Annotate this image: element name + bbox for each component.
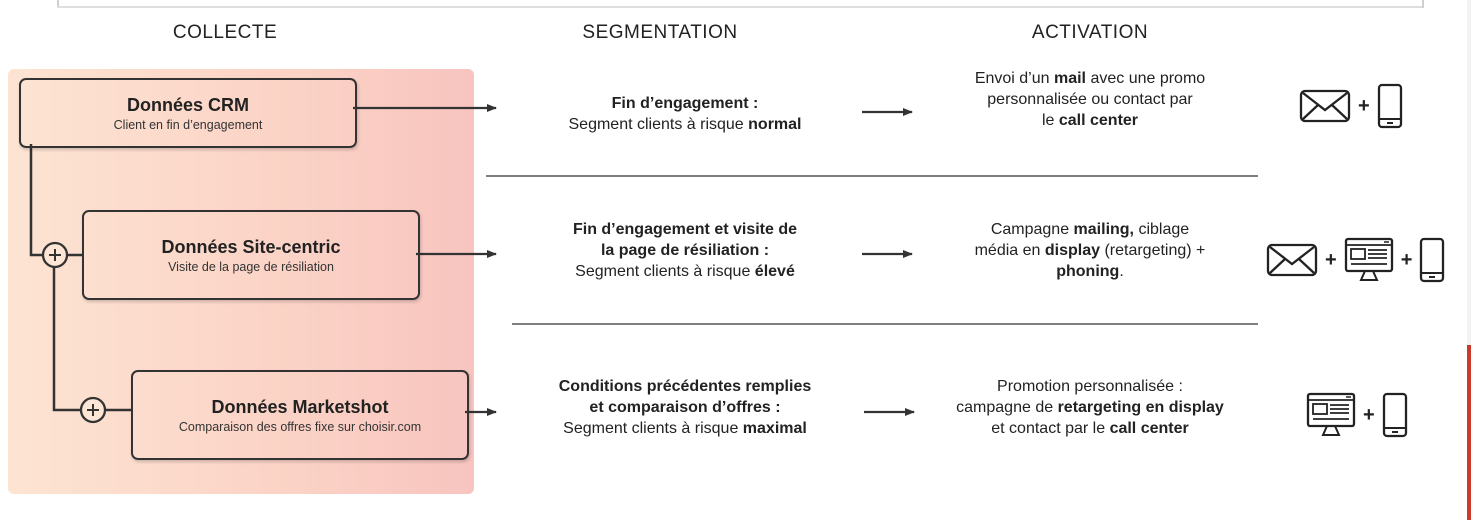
segment-label: Segment clients à risque [563, 420, 743, 437]
header-activation: ACTIVATION [1031, 22, 1149, 43]
plus-sign: + [1358, 94, 1370, 117]
plus-sign: + [1400, 248, 1413, 271]
activation-text: avec une promo [1086, 70, 1206, 87]
frame-right-border [1422, 0, 1424, 8]
activation-text: Promotion personnalisée : [997, 378, 1183, 395]
activation-text: (retargeting) + [1100, 242, 1206, 259]
segment-risk-level: normal [748, 116, 802, 133]
activation-keyword: retargeting en display [1057, 399, 1224, 416]
activation-keyword: phoning [1056, 263, 1120, 280]
segment-eleve: Fin d’engagement et visite de la page de… [505, 219, 865, 282]
segment-label: Segment clients à risque [568, 116, 749, 133]
channel-icons-row-1: + [1299, 83, 1403, 129]
activation-text: personnalisée ou contact par [987, 91, 1193, 108]
segment-heading-cont: et comparaison d’offres : [589, 399, 781, 416]
segment-heading: Fin d’engagement : [611, 95, 759, 112]
merge-plus-icon-1 [41, 241, 69, 269]
frame-left-border [57, 0, 59, 8]
segment-normal: Fin d’engagement : Segment clients à ris… [505, 93, 865, 135]
activation-2: Campagne mailing, ciblage média en displ… [915, 219, 1265, 282]
envelope-icon [1266, 243, 1318, 277]
segment-heading-cont: la page de résiliation : [600, 242, 770, 259]
phone-icon [1382, 392, 1407, 438]
activation-text: et contact par le [991, 420, 1110, 437]
activation-1: Envoi d’un mail avec une promo personnal… [915, 68, 1265, 131]
right-edge-strip [1467, 0, 1471, 520]
segment-label: Segment clients à risque [575, 263, 755, 280]
source-subtitle: Client en fin d’engagement [113, 117, 263, 132]
phone-icon [1377, 83, 1402, 129]
segment-risk-level: maximal [742, 420, 807, 437]
segment-risk-level: élevé [754, 263, 795, 280]
frame-top-border [57, 6, 1423, 8]
plus-sign: + [1363, 403, 1375, 426]
activation-text: Envoi d’un [974, 70, 1054, 87]
activation-text: . [1119, 263, 1124, 280]
source-title: Données CRM [126, 94, 249, 115]
segment-heading: Fin d’engagement et visite de [572, 221, 798, 238]
activation-text: Campagne [990, 221, 1074, 238]
activation-text: campagne de [956, 399, 1058, 416]
activation-text: ciblage [1134, 221, 1190, 238]
activation-keyword: call center [1058, 112, 1139, 129]
channel-icons-row-2: + + [1266, 237, 1445, 283]
envelope-icon [1299, 89, 1351, 123]
tree-trunk-crm [29, 144, 42, 257]
source-box-site-centric: Données Site-centric Visite de la page d… [82, 210, 420, 300]
plus-sign: + [1325, 248, 1337, 271]
activation-keyword: display [1044, 242, 1100, 259]
collecte-panel [8, 69, 474, 494]
source-title: Données Site-centric [161, 236, 341, 257]
tree-trunk-site [52, 268, 81, 412]
activation-keyword: call center [1109, 420, 1189, 437]
source-box-crm: Données CRM Client en fin d’engagement [19, 78, 357, 148]
right-edge-accent [1467, 345, 1471, 520]
header-segmentation: SEGMENTATION [582, 22, 738, 43]
source-title: Données Marketshot [211, 396, 389, 417]
monitor-icon [1344, 237, 1393, 281]
source-box-marketshot: Données Marketshot Comparaison des offre… [131, 370, 469, 460]
source-subtitle: Comparaison des offres fixe sur choisir.… [178, 419, 422, 434]
header-collecte: COLLECTE [172, 22, 278, 43]
activation-3: Promotion personnalisée : campagne de re… [905, 376, 1275, 439]
activation-keyword: mail [1053, 70, 1086, 87]
activation-keyword: mailing, [1073, 221, 1134, 238]
segment-maximal: Conditions précédentes remplies et compa… [505, 376, 865, 439]
merge-plus-icon-2 [79, 396, 107, 424]
channel-icons-row-3: + [1306, 392, 1408, 438]
segment-heading: Conditions précédentes remplies [558, 378, 812, 395]
monitor-icon [1306, 392, 1356, 436]
source-subtitle: Visite de la page de résiliation [168, 259, 334, 274]
activation-text: média en [974, 242, 1045, 259]
phone-icon [1420, 237, 1445, 283]
activation-text: le [1041, 112, 1059, 129]
